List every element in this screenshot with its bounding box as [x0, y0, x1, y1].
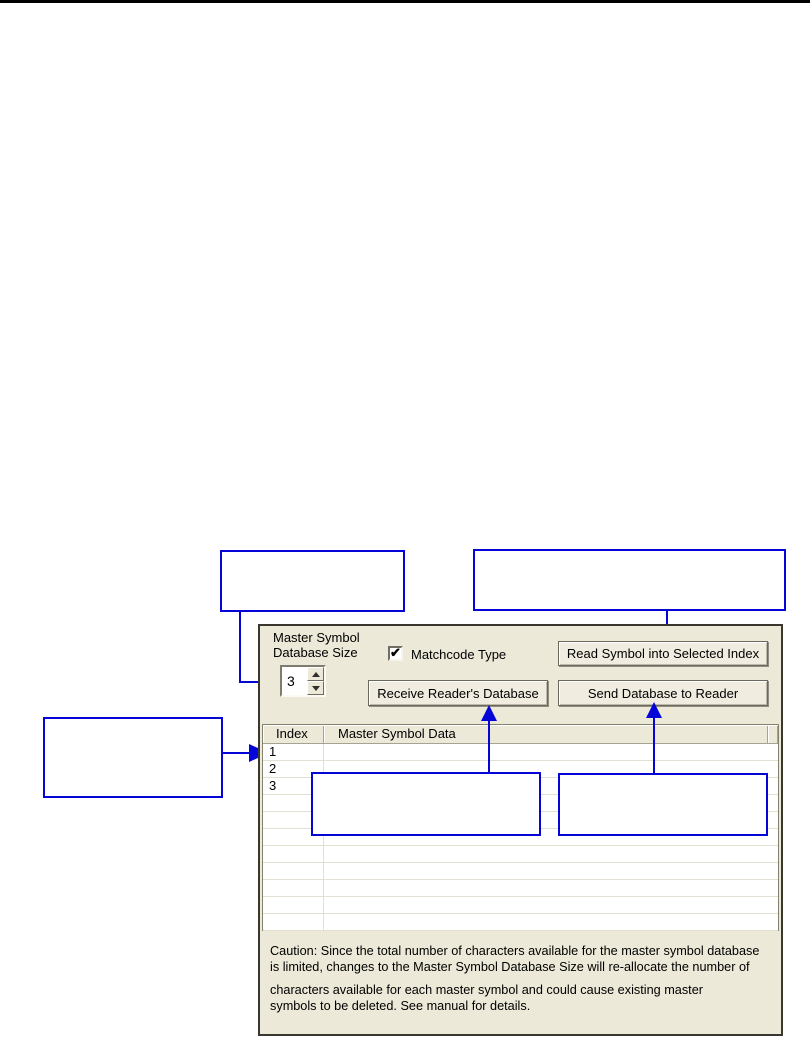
callout-read-symbol: [473, 549, 786, 611]
cell-index: [263, 897, 324, 913]
arrow-up-icon: [646, 702, 662, 718]
caution-line: is limited, changes to the Master Symbol…: [270, 960, 750, 974]
cell-data: [324, 897, 778, 913]
table-row[interactable]: [263, 897, 778, 914]
column-header-index: Index: [263, 725, 324, 743]
database-size-value[interactable]: 3: [287, 673, 295, 689]
caution-line: Caution: Since the total number of chara…: [270, 944, 760, 958]
cell-index: [263, 846, 324, 862]
connector-line: [488, 720, 490, 772]
table-row[interactable]: [263, 880, 778, 897]
column-header-stub: [768, 725, 778, 743]
connector-line: [653, 718, 655, 773]
connector-line: [239, 681, 267, 683]
read-symbol-into-selected-index-button[interactable]: Read Symbol into Selected Index: [558, 641, 768, 666]
table-row[interactable]: [263, 829, 778, 846]
send-database-to-reader-button[interactable]: Send Database to Reader: [558, 680, 768, 706]
table-row[interactable]: [263, 863, 778, 880]
receive-readers-database-button[interactable]: Receive Reader's Database: [368, 680, 548, 706]
caution-line: characters available for each master sym…: [270, 983, 703, 997]
cell-data: [324, 880, 778, 896]
table-row[interactable]: 1: [263, 744, 778, 761]
callout-database-size: [220, 550, 405, 612]
cell-index: [263, 829, 324, 845]
table-row[interactable]: [263, 846, 778, 863]
column-header-master-symbol-data: Master Symbol Data: [324, 725, 768, 743]
page-top-rule: [0, 0, 810, 3]
connector-line: [239, 611, 241, 683]
cell-index: 2: [263, 761, 324, 777]
connector-line: [223, 752, 251, 754]
cell-data: [324, 863, 778, 879]
cell-data: [324, 914, 778, 930]
arrow-up-icon: [481, 705, 497, 721]
spin-up-icon: [311, 671, 320, 677]
checkmark-icon: ✔: [390, 644, 401, 660]
table-header-row: Index Master Symbol Data: [263, 725, 778, 744]
callout-send-database: [558, 773, 768, 836]
cell-data: [324, 846, 778, 862]
matchcode-type-label: Matchcode Type: [411, 647, 507, 662]
cell-index: [263, 880, 324, 896]
spin-down-icon: [311, 685, 320, 691]
database-size-spinner[interactable]: 3: [280, 665, 326, 697]
cell-index: 1: [263, 744, 324, 760]
caution-text: Caution: Since the total number of chara…: [270, 943, 759, 1014]
spin-down-button[interactable]: [307, 681, 324, 695]
cell-index: [263, 863, 324, 879]
callout-index-row: [43, 717, 223, 798]
cell-index: [263, 914, 324, 930]
callout-receive-database: [311, 772, 541, 836]
spin-up-button[interactable]: [307, 667, 324, 681]
matchcode-type-checkbox[interactable]: ✔: [388, 646, 403, 661]
table-row[interactable]: [263, 914, 778, 931]
database-size-label: Master Symbol Database Size: [273, 630, 360, 660]
cell-data: [324, 744, 778, 760]
caution-line: symbols to be deleted. See manual for de…: [270, 999, 531, 1013]
